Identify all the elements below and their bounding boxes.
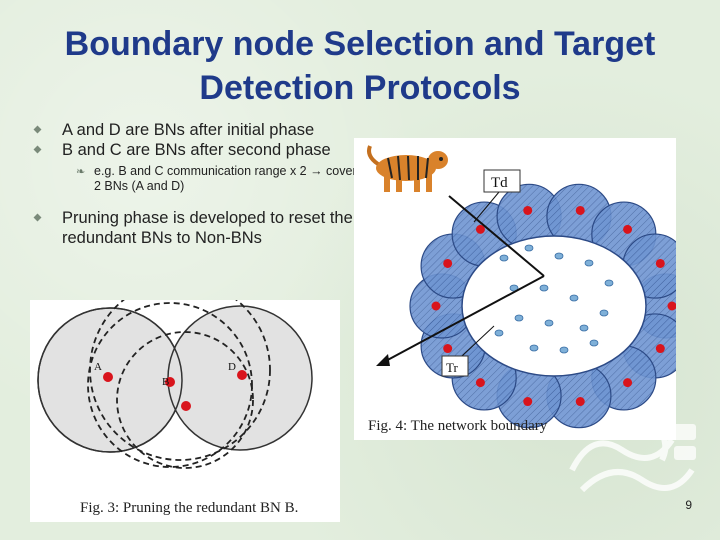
interior-region: [461, 235, 647, 377]
sub-bullet-marker-icon: ❧: [76, 166, 86, 178]
boundary-node: [655, 344, 665, 354]
interior-node: [554, 252, 564, 260]
interior-node: [539, 284, 549, 292]
interior-node: [529, 344, 539, 352]
tr-label: Tr: [446, 360, 458, 375]
node-a-label: A: [94, 361, 102, 373]
interior-nodes: [494, 244, 614, 354]
pruning-diagram: A B D: [37, 300, 313, 469]
node-b-label: B: [162, 376, 169, 388]
coverage-circles: [37, 300, 313, 469]
bullet-item: Pruning phase is developed to reset the …: [32, 208, 362, 248]
interior-node: [499, 254, 509, 262]
decorative-ornament-icon: [569, 417, 696, 493]
interior-node: [579, 324, 589, 332]
arrow-head-icon: [376, 354, 390, 366]
boundary-node: [623, 378, 633, 388]
boundary-node: [523, 205, 533, 215]
boundary-node: [443, 344, 453, 354]
interior-node: [559, 346, 569, 354]
node-d-label: D: [228, 361, 236, 373]
bullet-item: B and C are BNs after second phase: [32, 140, 362, 160]
boundary-node: [655, 258, 665, 268]
interior-node: [494, 329, 504, 337]
figure3-caption: Fig. 3: Pruning the redundant BN B.: [80, 500, 299, 516]
interior-node: [604, 279, 614, 287]
node-c: [181, 401, 191, 411]
bullet-text: A and D are BNs after initial phase: [62, 121, 315, 139]
td-label: Td: [491, 175, 508, 191]
boundary-node: [443, 258, 453, 268]
tr-pointer-line: [461, 325, 495, 357]
interior-node: [514, 314, 524, 322]
interior-node: [544, 319, 554, 327]
boundary-node: [431, 301, 441, 311]
boundary-node: [667, 301, 676, 311]
interior-node: [589, 339, 599, 347]
node-a: [103, 372, 113, 382]
tiger-icon: [367, 145, 448, 192]
tr-label-box: [441, 355, 469, 377]
td-label-box: [483, 169, 521, 193]
boundary-node: [523, 397, 533, 407]
slide-title: Boundary node Selection and Target Detec…: [64, 25, 656, 107]
sub-bullet-item: ❧ e.g. B and C communication range x 2 →…: [32, 164, 362, 194]
interior-node: [584, 259, 594, 267]
network-boundary-diagram: Td Tr: [376, 169, 676, 429]
td-path-line: [448, 195, 545, 277]
bullet-marker-icon: [33, 125, 42, 134]
pruning-nodes: [103, 370, 247, 411]
boundary-node: [623, 224, 633, 234]
node-b: [165, 377, 175, 387]
interior-node: [569, 294, 579, 302]
bullet-marker-icon: [33, 213, 42, 222]
figure-network-boundary: Td Tr Fig. 4: The network boundary: [354, 138, 676, 440]
figure-pruning: A B D Fig. 3: Pruning the redundant BN B…: [30, 300, 340, 522]
interior-node: [599, 309, 609, 317]
boundary-node: [475, 378, 485, 388]
bullet-list: A and D are BNs after initial phase B an…: [32, 120, 362, 248]
page-number: 9: [685, 498, 692, 512]
boundary-node: [475, 224, 485, 234]
sub-bullet-text: e.g. B and C communication range x 2 → c…: [94, 164, 357, 193]
bullet-text: Pruning phase is developed to reset the …: [62, 209, 353, 247]
boundary-node: [575, 205, 585, 215]
boundary-node: [575, 397, 585, 407]
figure4-caption: Fig. 4: The network boundary: [368, 418, 548, 434]
tr-path-line: [381, 275, 545, 364]
bullet-item: A and D are BNs after initial phase: [32, 120, 362, 140]
bullet-marker-icon: [33, 145, 42, 154]
bullet-text: B and C are BNs after second phase: [62, 141, 331, 159]
node-d: [237, 370, 247, 380]
interior-node: [524, 244, 534, 252]
